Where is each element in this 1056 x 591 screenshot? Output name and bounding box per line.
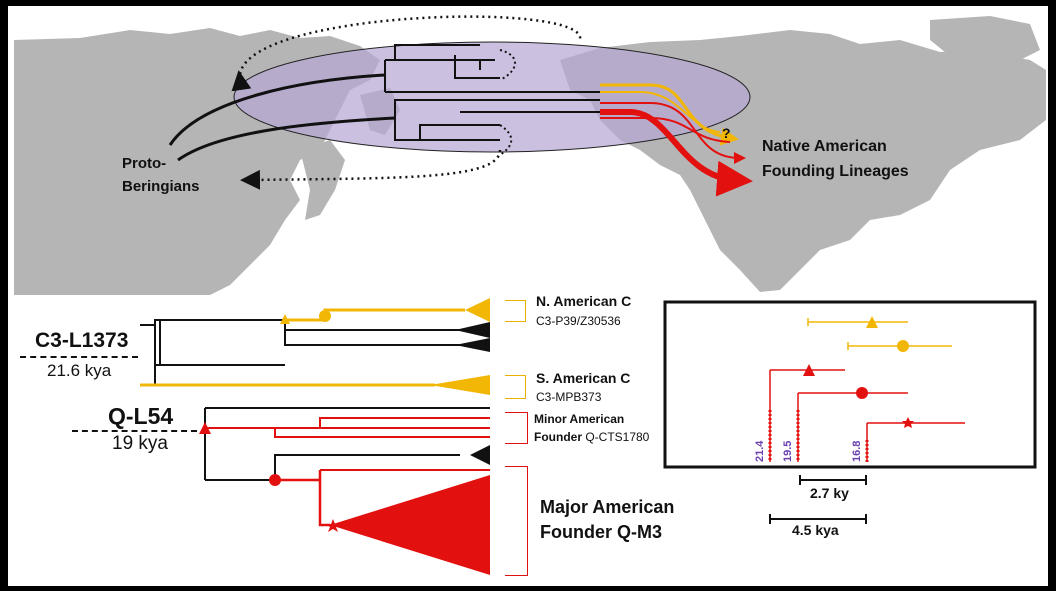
interval-label-3: 16.8 — [851, 440, 863, 462]
native-american-label-2: Founding Lineages — [762, 163, 909, 180]
minor-founder-code: Q-CTS1780 — [585, 430, 650, 444]
minor-founder-bracket — [505, 412, 528, 444]
south-migration-arrow — [240, 149, 502, 190]
circle-node-icon — [269, 474, 281, 486]
minor-founder-line1: Minor American — [534, 412, 625, 426]
proto-beringians-label-1: Proto- — [122, 155, 167, 172]
n-american-sub: C3-P39/Z30536 — [536, 314, 621, 328]
c3-dash-line — [20, 356, 138, 358]
major-founder-line1: Major American — [540, 497, 675, 517]
c3-node-label: C3-L1373 — [35, 329, 129, 352]
question-mark: ? — [722, 125, 731, 141]
map-tree — [168, 44, 753, 197]
dating-inset — [663, 300, 1037, 469]
north-migration-arrow — [231, 15, 582, 92]
interval-label-1: 21.4 — [754, 440, 766, 462]
n-american-bracket — [505, 300, 526, 322]
proto-beringians-label-2: Beringians — [122, 178, 200, 195]
star-node-icon — [326, 519, 340, 532]
c3-age: 21.6 kya — [47, 361, 112, 380]
q-age: 19 kya — [112, 433, 168, 454]
native-american-label-1: Native American — [762, 138, 887, 155]
major-founder-bracket — [505, 466, 528, 576]
clade-triangles — [330, 298, 490, 575]
scale-label-2-7: 2.7 ky — [810, 485, 849, 501]
major-founder-line2: Founder Q-M3 — [540, 522, 662, 542]
scale-bar-4-5 — [769, 514, 867, 524]
s-american-bracket — [505, 375, 526, 399]
triangle-node-icon — [199, 422, 211, 434]
interval-label-2: 19.5 — [782, 440, 794, 462]
s-american-title: S. American C — [536, 370, 631, 386]
phylogenetic-tree — [140, 308, 490, 527]
s-american-sub: C3-MPB373 — [536, 390, 602, 404]
n-american-title: N. American C — [536, 293, 632, 309]
q-dash-line — [72, 430, 197, 432]
dating-intervals — [768, 316, 965, 462]
triangle-node-icon — [280, 314, 290, 324]
minor-founder-line2: Founder Q-CTS1780 — [534, 430, 649, 444]
minor-founder-prefix: Founder — [534, 430, 586, 444]
q-node-label: Q-L54 — [108, 403, 174, 429]
scale-label-4-5: 4.5 kya — [792, 522, 839, 538]
beringia-ellipse — [233, 41, 751, 153]
circle-node-icon — [319, 310, 331, 322]
scale-bar-2-7 — [799, 475, 867, 485]
